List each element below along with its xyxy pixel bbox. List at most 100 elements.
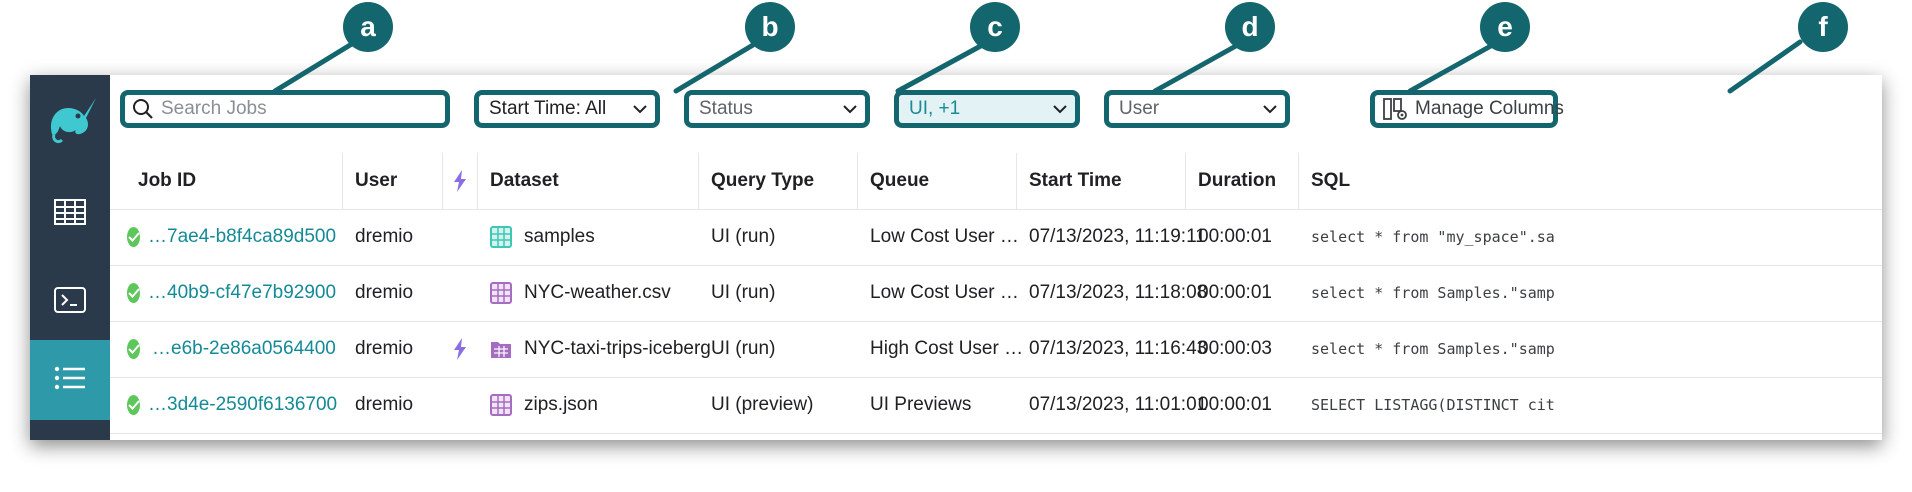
start-time-cell: 07/13/2023, 11:18:08 xyxy=(1029,282,1208,303)
jobs-list-icon xyxy=(54,365,86,396)
duration-cell: 00:00:01 xyxy=(1198,226,1272,247)
user-filter[interactable]: User xyxy=(1104,90,1290,128)
sql-cell: select * from "my_space".sa xyxy=(1311,228,1555,246)
queue-cell: Low Cost User … xyxy=(870,226,1019,247)
job-id-link[interactable]: …e6b-2e86a0564400 xyxy=(152,338,336,359)
callout-d: d xyxy=(1225,2,1275,52)
chevron-down-icon xyxy=(1045,104,1075,114)
leader-line-a xyxy=(272,39,358,94)
start-time-cell: 07/13/2023, 11:01:01 xyxy=(1029,394,1208,415)
table-row[interactable]: …40b9-cf47e7b92900 dremio NYC-weather.cs… xyxy=(110,265,1882,322)
duration-cell: 00:00:01 xyxy=(1198,282,1272,303)
column-header-duration[interactable]: Duration xyxy=(1186,153,1299,209)
job-status-cell xyxy=(110,321,140,377)
sql-cell: SELECT LISTAGG(DISTINCT cit xyxy=(1311,396,1555,414)
callout-e: e xyxy=(1480,2,1530,52)
leader-line-d xyxy=(1152,39,1246,94)
success-check-icon xyxy=(127,283,140,303)
job-status-cell xyxy=(110,209,140,265)
lightning-icon xyxy=(453,338,467,360)
leader-line-c xyxy=(895,39,991,94)
dremio-logo-icon[interactable] xyxy=(40,90,100,150)
table-row[interactable]: …7ae4-b8f4ca89d500 dremio samples UI (ru… xyxy=(110,209,1882,266)
sidebar-item-sql-runner[interactable] xyxy=(30,258,110,346)
start-time-cell: 07/13/2023, 11:16:43 xyxy=(1029,338,1208,359)
callout-b: b xyxy=(745,2,795,52)
chevron-down-icon xyxy=(835,104,865,114)
leader-line-e xyxy=(1407,39,1501,94)
datasets-grid-icon xyxy=(54,198,86,230)
search-placeholder: Search Jobs xyxy=(161,98,267,119)
success-check-icon xyxy=(127,395,140,415)
space-icon xyxy=(490,226,512,248)
query-type-cell: UI (run) xyxy=(711,282,776,303)
column-header-accelerated[interactable] xyxy=(443,153,478,209)
queue-cell: UI Previews xyxy=(870,394,972,415)
dataset-name: zips.json xyxy=(524,394,598,415)
folder-dataset-icon xyxy=(490,339,512,359)
manage-columns-label: Manage Columns xyxy=(1415,98,1564,119)
sidebar-item-jobs[interactable] xyxy=(30,340,110,420)
dataset-name: NYC-taxi-trips-iceberg xyxy=(524,338,711,359)
search-jobs-input[interactable]: Search Jobs xyxy=(120,90,450,128)
sql-cell: select * from Samples."samp xyxy=(1311,340,1555,358)
start-time-filter[interactable]: Start Time: All xyxy=(474,90,660,128)
job-user: dremio xyxy=(355,226,414,247)
query-type-cell: UI (run) xyxy=(711,226,776,247)
queue-cell: Low Cost User … xyxy=(870,282,1019,303)
query-type-cell: UI (run) xyxy=(711,338,776,359)
callout-c: c xyxy=(970,2,1020,52)
accelerated-cell xyxy=(443,321,478,377)
dataset-cell[interactable]: zips.json xyxy=(478,377,699,433)
chevron-down-icon xyxy=(625,104,655,114)
column-header-dataset[interactable]: Dataset xyxy=(478,153,699,209)
job-user: dremio xyxy=(355,338,414,359)
sidebar-item-datasets[interactable] xyxy=(30,170,110,258)
job-status-cell xyxy=(110,265,140,321)
status-filter[interactable]: Status xyxy=(684,90,870,128)
sql-cell: select * from Samples."samp xyxy=(1311,284,1555,302)
dataset-name: NYC-weather.csv xyxy=(524,282,671,303)
query-type-filter-label: UI, +1 xyxy=(909,98,961,119)
column-header-query-type[interactable]: Query Type xyxy=(699,153,858,209)
duration-cell: 00:00:01 xyxy=(1198,394,1272,415)
chevron-down-icon xyxy=(1255,104,1285,114)
sidebar xyxy=(30,75,110,440)
dataset-cell[interactable]: samples xyxy=(478,209,699,265)
job-status-cell xyxy=(110,377,140,433)
start-time-cell: 07/13/2023, 11:19:11 xyxy=(1029,226,1206,247)
jobs-window: Search Jobs Start Time: All Status UI, +… xyxy=(30,75,1882,440)
physical-dataset-icon xyxy=(490,394,512,416)
job-id-link[interactable]: …40b9-cf47e7b92900 xyxy=(148,282,337,303)
duration-cell: 00:00:03 xyxy=(1198,338,1272,359)
callout-f: f xyxy=(1798,2,1848,52)
column-header-start-time[interactable]: Start Time xyxy=(1017,153,1186,209)
job-id-link[interactable]: …7ae4-b8f4ca89d500 xyxy=(148,226,337,247)
column-header-queue[interactable]: Queue xyxy=(858,153,1017,209)
lightning-icon xyxy=(453,170,467,192)
column-header-user[interactable]: User xyxy=(343,153,443,209)
table-row[interactable]: …e6b-2e86a0564400 dremio NYC-ta xyxy=(110,321,1882,378)
leader-line-f xyxy=(1727,39,1803,94)
column-header-sql[interactable]: SQL xyxy=(1311,170,1351,191)
search-icon xyxy=(125,97,155,121)
job-user: dremio xyxy=(355,282,414,303)
job-user: dremio xyxy=(355,394,414,415)
sql-runner-icon xyxy=(54,286,86,318)
leader-line-b xyxy=(673,39,761,94)
callout-a: a xyxy=(343,2,393,52)
table-header: Job ID User Dataset Query Type Queue Sta… xyxy=(110,153,1882,210)
manage-columns-button[interactable]: Manage Columns xyxy=(1370,90,1564,128)
dataset-cell[interactable]: NYC-taxi-trips-iceberg xyxy=(478,321,711,377)
table-row[interactable]: …3d4e-2590f6136700 dremio zips.json UI (… xyxy=(110,377,1882,434)
query-type-filter[interactable]: UI, +1 xyxy=(894,90,1080,128)
dataset-cell[interactable]: NYC-weather.csv xyxy=(478,265,699,321)
success-check-icon xyxy=(127,227,140,247)
manage-columns-icon xyxy=(1375,97,1409,121)
job-id-link[interactable]: …3d4e-2590f6136700 xyxy=(148,394,338,415)
column-header-job-id[interactable]: Job ID xyxy=(110,153,343,209)
dataset-name: samples xyxy=(524,226,595,247)
status-filter-label: Status xyxy=(699,98,753,119)
start-time-filter-label: Start Time: All xyxy=(489,98,607,119)
